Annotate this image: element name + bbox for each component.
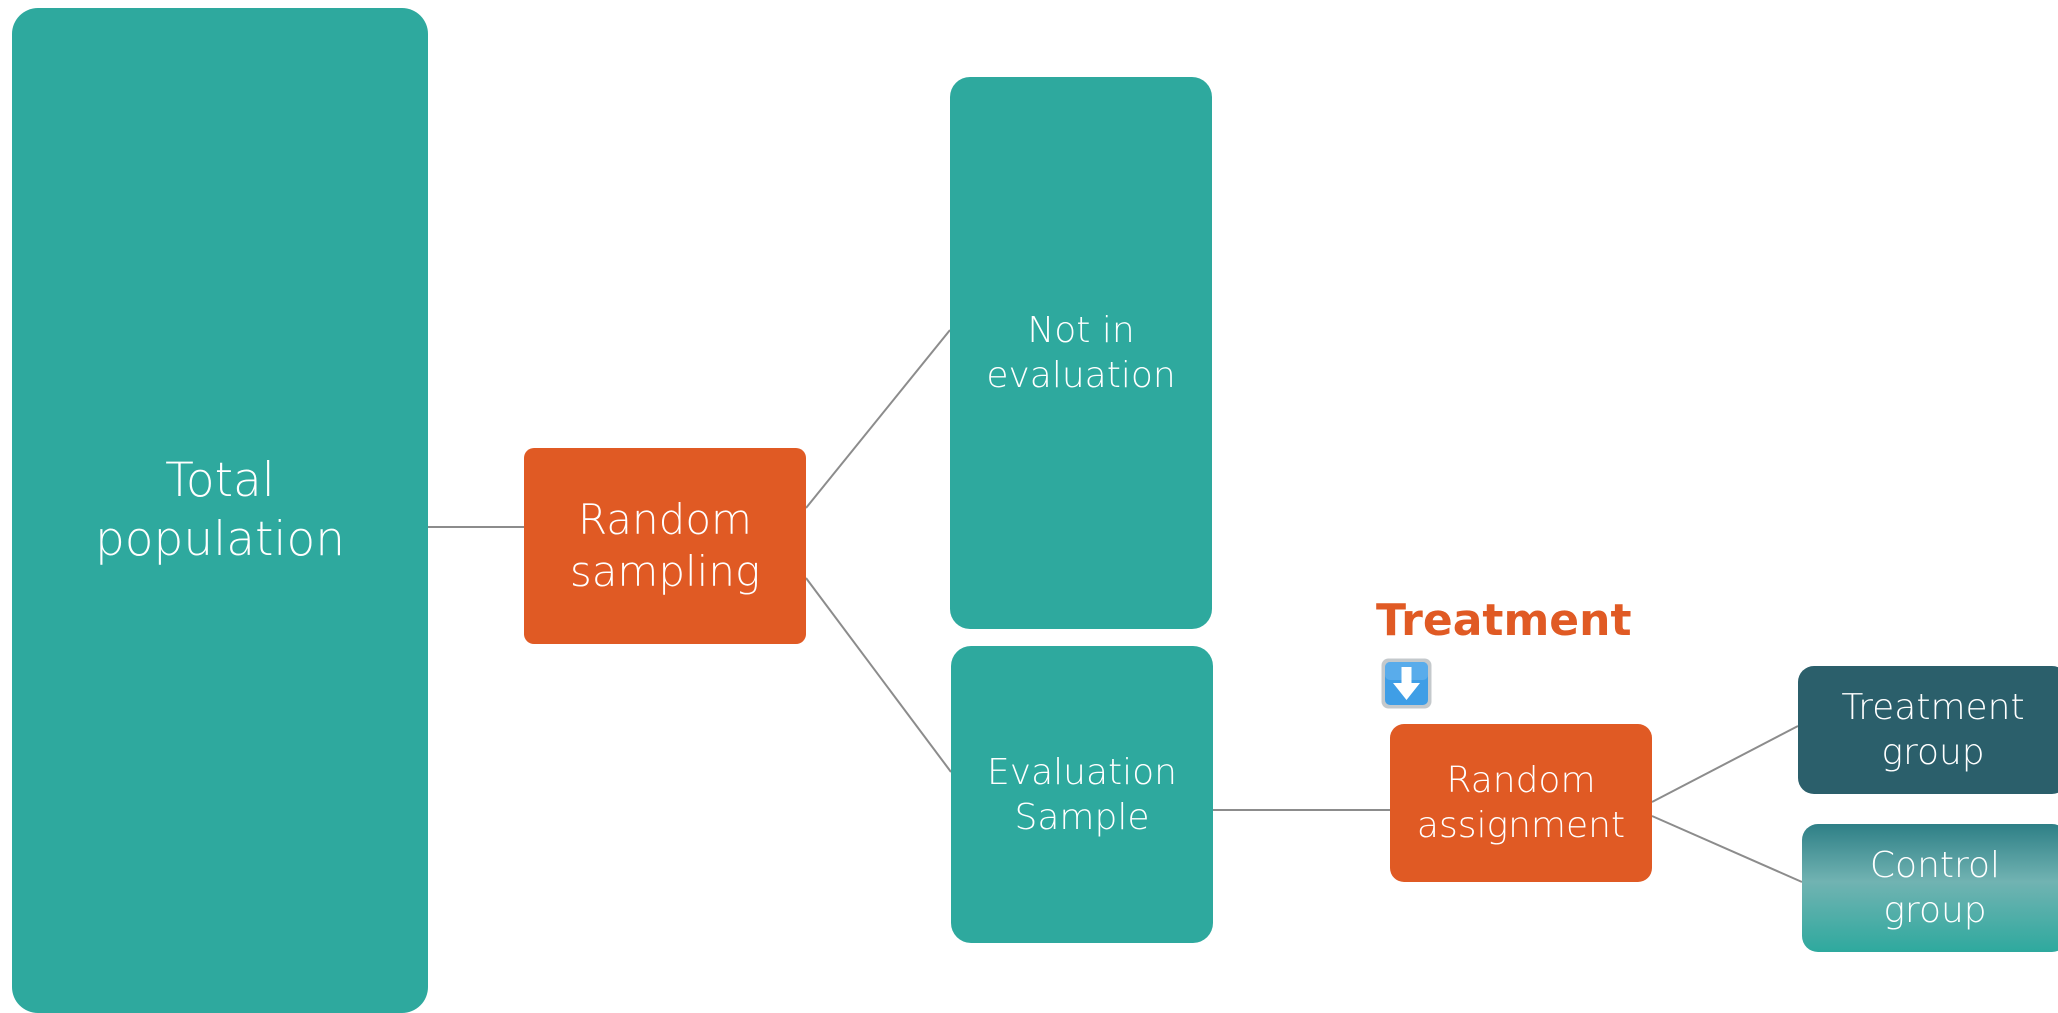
connector-assignment-to-control [1651, 815, 1803, 883]
total-population-box: Total population [12, 8, 428, 1013]
evaluation-sample-label: Evaluation Sample [987, 751, 1177, 838]
total-population-label: Total population [94, 452, 346, 567]
down-arrow-icon [1381, 658, 1432, 709]
treatment-group-label: Treatment group [1841, 687, 2025, 773]
evaluation-sample-box: Evaluation Sample [951, 646, 1213, 943]
connector-assignment-to-treatment [1651, 725, 1799, 803]
control-group-label: Control group [1869, 845, 2001, 931]
random-assignment-label: Random assignment [1416, 760, 1626, 846]
control-group-box: Control group [1802, 824, 2058, 952]
treatment-group-box: Treatment group [1798, 666, 2058, 794]
treatment-annotation-label: Treatment [1376, 595, 1632, 646]
connector-sampling-to-eval-sample [805, 577, 952, 773]
connector-sampling-to-not-in-eval [805, 329, 951, 509]
not-in-evaluation-label: Not in evaluation [986, 310, 1176, 396]
random-sampling-label: Random sampling [569, 494, 761, 597]
random-assignment-box: Random assignment [1390, 724, 1652, 882]
random-sampling-box: Random sampling [524, 448, 806, 644]
not-in-evaluation-box: Not in evaluation [950, 77, 1212, 629]
